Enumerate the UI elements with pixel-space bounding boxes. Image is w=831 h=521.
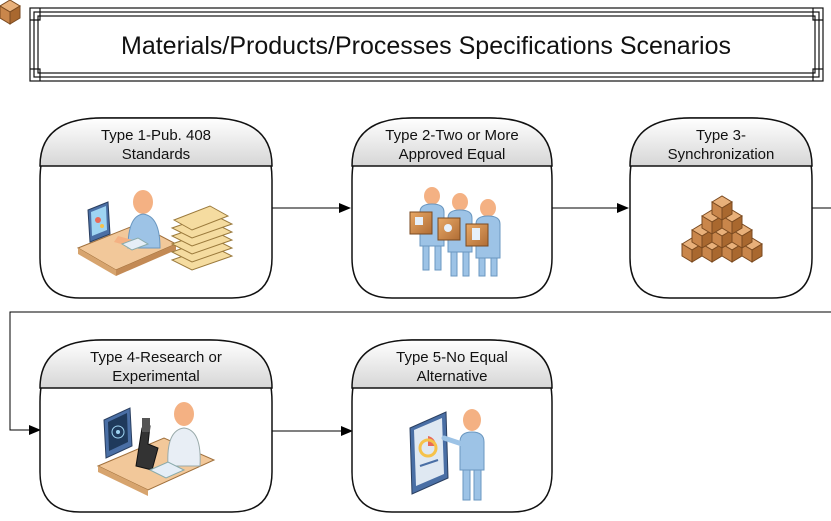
step-1-label-line2: Standards (122, 146, 190, 163)
presenter-at-board-icon (409, 409, 485, 501)
connector-row-wrap (9, 311, 831, 435)
people-carrying-boxes-icon (409, 187, 501, 277)
scientist-with-microscope-icon (96, 402, 216, 496)
step-2-label-line1: Type 2-Two or More (385, 127, 518, 144)
step-3-label-line2: Synchronization (668, 146, 775, 163)
person-at-desk-with-books-icon (76, 190, 234, 276)
step-1-label-line1: Type 1-Pub. 408 (101, 127, 211, 144)
step-5-label-line2: Alternative (417, 368, 488, 385)
step-4-label-line2: Experimental (112, 368, 200, 385)
stacked-boxes-icon (0, 0, 763, 263)
step-1-box: Type 1-Pub. 408 Standards (39, 117, 273, 299)
diagram-title: Materials/Products/Processes Specificati… (121, 32, 731, 60)
step-5-label-line1: Type 5-No Equal (396, 349, 508, 366)
step-2-label-line2: Approved Equal (399, 146, 506, 163)
step-5-box: Type 5-No Equal Alternative (351, 339, 553, 513)
step-4-label-line1: Type 4-Research or (90, 349, 222, 366)
step-3-box: Type 3- Synchronization (0, 0, 813, 299)
step-3-label-line1: Type 3- (696, 127, 746, 144)
step-4-box: Type 4-Research or Experimental (39, 339, 273, 513)
step-2-box: Type 2-Two or More Approved Equal (351, 117, 553, 299)
title-banner: Materials/Products/Processes Specificati… (29, 7, 824, 82)
connectors (9, 203, 831, 436)
